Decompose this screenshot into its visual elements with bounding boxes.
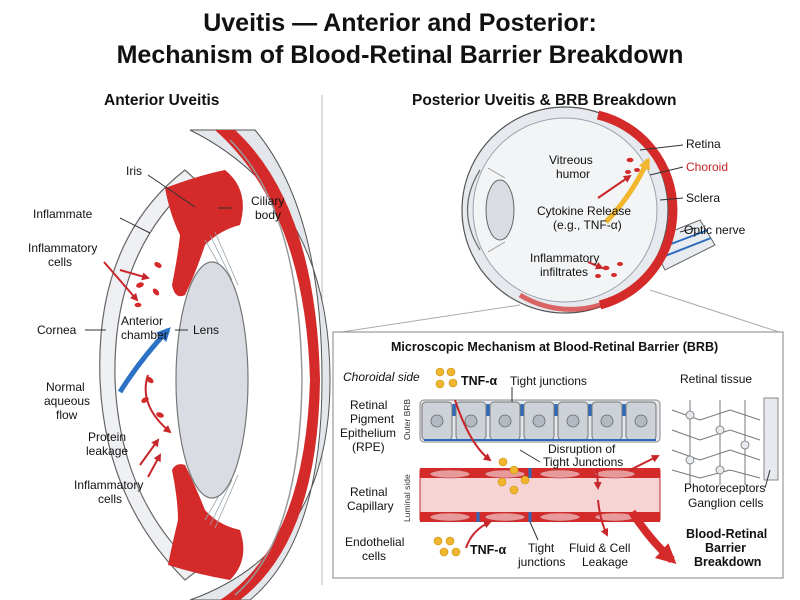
label-outer-brb: Outer BRB (402, 399, 412, 440)
anterior-uveitis-heading: Anterior Uveitis (104, 92, 220, 109)
label-photoreceptors: Photoreceptors (684, 481, 765, 495)
lower-iris-shape (168, 464, 244, 580)
label-tight-junctions-top: Tight junctions (510, 374, 587, 388)
microscopic-panel (332, 331, 784, 579)
label-vitreous-humor-1: Vitreous (549, 153, 593, 167)
label-inflammatory-cells-upper-2: cells (48, 255, 72, 269)
diagram-title-line-1: Uveitis — Anterior and Posterior: (203, 9, 597, 37)
aqueous-flow-arrow (117, 327, 171, 394)
label-cytokine-release-2: (e.g., TNF-α) (553, 218, 622, 232)
label-fluid-cell-leakage-1: Fluid & Cell (569, 541, 630, 555)
label-ganglion-cells: Ganglion cells (688, 496, 763, 510)
label-brb-breakdown-1: Blood-Retinal (686, 527, 767, 541)
label-inflammate: Inflammate (33, 207, 93, 221)
label-tight-junctions-bottom-2: junctions (517, 555, 565, 569)
label-inflammatory-infiltrates-1: Inflammatory (530, 251, 599, 265)
posterior-uveitis-heading: Posterior Uveitis & BRB Breakdown (412, 92, 677, 109)
label-tight-junctions-bottom-1: Tight (528, 541, 555, 555)
label-fluid-cell-leakage-2: Leakage (582, 555, 628, 569)
label-retinal-capillary-2: Capillary (347, 499, 394, 513)
label-protein-leakage-1: Protein (88, 430, 126, 444)
label-protein-leakage-2: leakage (86, 444, 128, 458)
diagram-title-line-2: Mechanism of Blood-Retinal Barrier Break… (116, 41, 684, 69)
label-brb-breakdown-3: Breakdown (694, 555, 761, 569)
label-cytokine-release-1: Cytokine Release (537, 204, 631, 218)
label-sclera: Sclera (686, 191, 720, 205)
label-retina: Retina (686, 137, 721, 151)
upper-iris-shape (165, 170, 243, 297)
label-rpe-2: Pigment (350, 412, 395, 426)
label-rpe-1: Retinal (350, 398, 387, 412)
label-anterior-chamber-2: chamber (121, 328, 168, 342)
label-tnf-alpha-top: TNF-α (461, 374, 497, 388)
barrier-breakdown-arrow (628, 509, 677, 565)
label-brb-breakdown-2: Barrier (705, 541, 746, 555)
rpe-cell-layer (419, 399, 661, 443)
label-ciliary-body-2: body (255, 208, 281, 222)
cornea-shape (99, 169, 199, 581)
label-rpe-4: (RPE) (352, 440, 385, 454)
label-endothelial-cells-1: Endothelial (345, 535, 404, 549)
label-tnf-alpha-bottom: TNF-α (470, 543, 506, 557)
label-normal-aqueous-flow-3: flow (56, 408, 78, 422)
label-retinal-capillary-1: Retinal (350, 485, 387, 499)
label-choroid: Choroid (686, 160, 728, 174)
label-optic-nerve: Optic nerve (684, 223, 746, 237)
label-retinal-tissue: Retinal tissue (680, 372, 752, 386)
label-inflammatory-cells-lower-2: cells (98, 492, 122, 506)
posterior-eye-illustration (461, 106, 716, 314)
label-lens: Lens (193, 323, 219, 337)
label-normal-aqueous-flow-1: Normal (46, 380, 85, 394)
anterior-eye-illustration (99, 129, 331, 600)
lens-shape (175, 261, 249, 499)
label-disruption-2: Tight Junctions (543, 455, 623, 469)
retinal-capillary (419, 468, 661, 522)
label-disruption-1: Disruption of (548, 442, 616, 456)
label-anterior-chamber-1: Anterior (121, 314, 163, 328)
label-vitreous-humor-2: humor (556, 167, 590, 181)
retinal-tissue-neurons (671, 397, 779, 485)
cytokine-release-arrow (604, 157, 651, 224)
label-cornea: Cornea (37, 323, 77, 337)
label-choroidal-side: Choroidal side (343, 370, 420, 384)
label-normal-aqueous-flow-2: aqueous (44, 394, 90, 408)
label-ciliary-body-1: Ciliary (251, 194, 284, 208)
tnf-alpha-particles (433, 367, 530, 557)
label-iris: Iris (126, 164, 142, 178)
label-rpe-3: Epithelium (340, 426, 396, 440)
label-inflammatory-cells-lower-1: Inflammatory (74, 478, 143, 492)
label-luminal-side: Luminal side (402, 474, 412, 522)
microscopic-heading: Microscopic Mechanism at Blood-Retinal B… (391, 340, 718, 354)
label-endothelial-cells-2: cells (362, 549, 386, 563)
label-inflammatory-infiltrates-2: infiltrates (540, 265, 588, 279)
label-inflammatory-cells-upper-1: Inflammatory (28, 241, 97, 255)
